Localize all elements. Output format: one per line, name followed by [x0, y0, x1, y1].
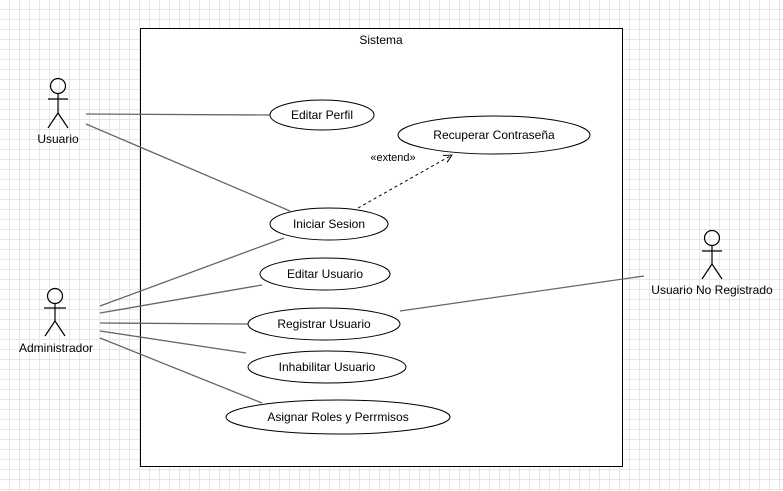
assoc-admin-registrar-usuario[interactable] [99, 322, 249, 325]
actor-usuario[interactable]: Usuario [37, 77, 79, 147]
use-case-label: Registrar Usuario [277, 317, 371, 331]
assoc-no-registrado-registrar-usuario[interactable] [399, 275, 645, 312]
assoc-admin-inhabilitar-usuario[interactable] [99, 330, 247, 354]
use-case-label: Iniciar Sesion [293, 217, 365, 231]
actor-label: Usuario [37, 132, 79, 146]
use-case-editar-usuario[interactable]: Editar Usuario [259, 257, 394, 293]
use-case-label: Inhabilitar Usuario [279, 360, 376, 374]
assoc-usuario-iniciar-sesion[interactable] [85, 123, 291, 212]
use-case-recuperar-contrasena[interactable]: Recuperar Contraseña [397, 115, 594, 157]
actor-label: Administrador [19, 341, 93, 355]
extend-label: «extend» [370, 152, 415, 164]
actor-administrador[interactable]: Administrador [19, 287, 93, 356]
system-title: Sistema [359, 33, 403, 47]
use-case-registrar-usuario[interactable]: Registrar Usuario [247, 307, 404, 343]
actor-label: Usuario No Registrado [651, 283, 773, 297]
assoc-admin-iniciar-sesion[interactable] [99, 237, 285, 307]
use-case-label: Editar Perfil [291, 108, 353, 122]
use-case-label: Editar Usuario [287, 267, 363, 281]
system-boundary[interactable] [140, 28, 623, 467]
stick-figure-icon [47, 77, 69, 129]
stick-figure-icon [44, 287, 66, 337]
assoc-admin-asignar-roles[interactable] [99, 337, 263, 404]
stick-figure-icon [701, 229, 723, 280]
use-case-label: Asignar Roles y Perrmisos [267, 410, 408, 424]
use-case-iniciar-sesion[interactable]: Iniciar Sesion [269, 207, 392, 243]
use-case-inhabilitar-usuario[interactable]: Inhabilitar Usuario [247, 350, 410, 386]
actor-usuario-no-registrado[interactable]: Usuario No Registrado [651, 229, 773, 298]
use-case-editar-perfil[interactable]: Editar Perfil [269, 99, 378, 133]
assoc-admin-editar-usuario[interactable] [99, 284, 263, 314]
use-case-asignar-roles[interactable]: Asignar Roles y Perrmisos [225, 399, 454, 437]
use-case-label: Recuperar Contraseña [433, 128, 555, 142]
assoc-usuario-editar-perfil[interactable] [85, 113, 272, 116]
